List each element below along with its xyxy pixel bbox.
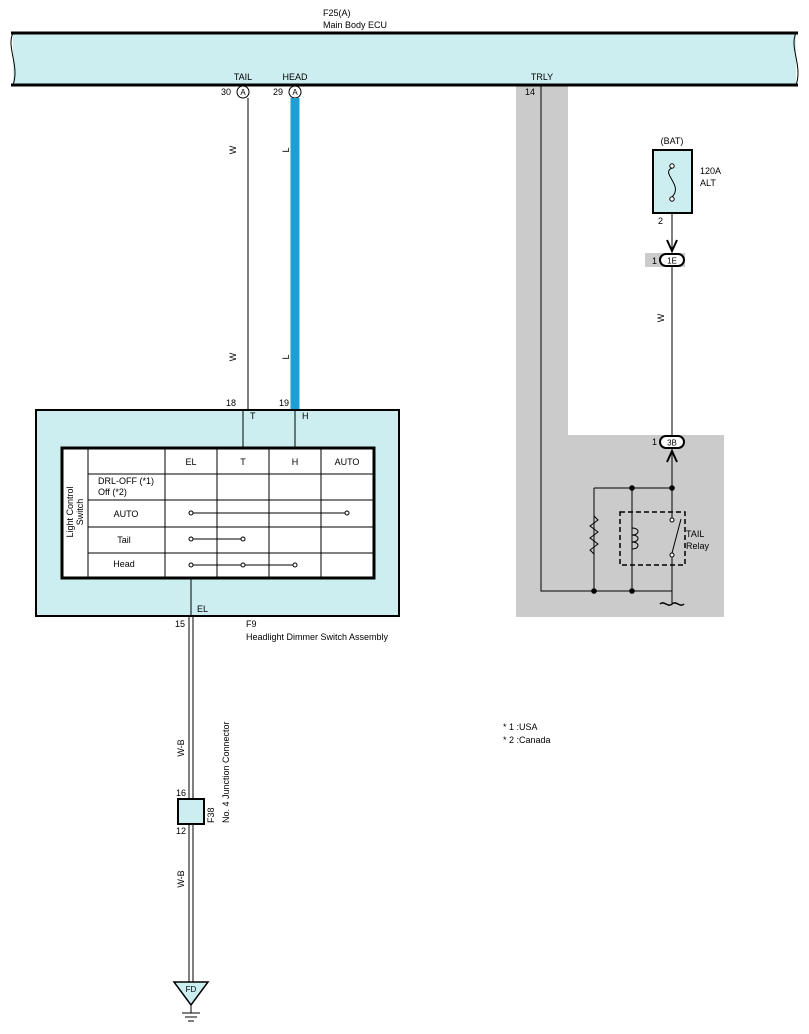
main-body-ecu-bar[interactable] (10, 31, 799, 87)
tail-wire-color-label-lower: W (228, 352, 238, 361)
ecu-name: Main Body ECU (323, 20, 387, 30)
ecu-pin-tail-number: 30 (221, 87, 231, 97)
ground-symbol-icon (182, 1005, 200, 1022)
svg-text:A: A (240, 88, 246, 97)
ecu-pin-head-label: HEAD (282, 72, 308, 82)
table-side-label-line2: Switch (75, 499, 85, 526)
switch-pin-15-number: 15 (175, 619, 185, 629)
ground-wire-upper[interactable] (188, 617, 194, 799)
tail-relay-circuit[interactable] (541, 448, 675, 603)
note-canada: * 2 :Canada (503, 735, 551, 745)
fuse-rating: 120A (700, 166, 721, 176)
connector-1e-arrow-icon (666, 239, 678, 254)
head-wire-color-label-upper: L (281, 147, 291, 152)
ecu-pin-trly-label: TRLY (531, 72, 553, 82)
svg-text:1E: 1E (667, 257, 677, 266)
table-row-label: Off (*2) (98, 487, 127, 497)
relay-name-line1: TAIL (686, 529, 704, 539)
junction-connector-code: F38 (206, 807, 216, 823)
fuse-name: ALT (700, 178, 716, 188)
ecu-pin-head-number: 29 (273, 87, 283, 97)
switch-assembly-code: F9 (246, 619, 257, 629)
table-row-label: AUTO (114, 509, 139, 519)
ecu-pin-tail-connector-marker: A (236, 85, 250, 99)
relay-dashed-box (619, 511, 686, 566)
alt-fuse[interactable] (652, 149, 693, 214)
junction-connector-f38[interactable] (177, 798, 205, 825)
relay-coil-icon (631, 527, 639, 550)
relay-ground-icon (659, 602, 685, 606)
svg-text:A: A (292, 88, 298, 97)
ecu-code: F25(A) (323, 8, 351, 18)
junction-1e[interactable]: 1E (659, 253, 685, 267)
table-row-label: DRL-OFF (*1) (98, 476, 154, 486)
table-column-header: H (292, 457, 299, 467)
continuity-head-row (188, 562, 298, 568)
table-column-header: EL (185, 457, 196, 467)
resistor-icon (589, 515, 599, 555)
table-side-label-line1: Light Control (65, 486, 75, 537)
tail-wire-color-label-upper: W (228, 145, 238, 154)
svg-text:FD: FD (186, 985, 197, 994)
relay-switch-contact-icon (669, 517, 682, 558)
note-usa: * 1 :USA (503, 722, 538, 732)
switch-pin-19-number: 19 (279, 398, 289, 408)
junction-connector-pin-bottom: 12 (176, 826, 186, 836)
ecu-pin-trly-number: 14 (525, 87, 535, 97)
switch-assembly-name: Headlight Dimmer Switch Assembly (246, 632, 389, 642)
switch-terminal-h: H (302, 411, 309, 421)
ecu-pin-head-connector-marker: A (288, 85, 302, 99)
junction-1e-pin: 1 (652, 256, 657, 266)
svg-text:3B: 3B (667, 439, 677, 448)
ground-wire-color-label-upper: W-B (176, 739, 186, 756)
junction-3b-pin: 1 (652, 437, 657, 447)
switch-terminal-t: T (250, 411, 256, 421)
ecu-pin-tail-label: TAIL (234, 72, 252, 82)
table-row-label: Head (113, 559, 135, 569)
fuse-source: (BAT) (661, 136, 684, 146)
head-wire-color-label-lower: L (281, 354, 291, 359)
switch-terminal-el: EL (197, 604, 208, 614)
switch-pin-18-number: 18 (226, 398, 236, 408)
junction-connector-name: No. 4 Junction Connector (221, 721, 231, 823)
continuity-tail-row (188, 536, 246, 542)
fuse-pin: 2 (658, 216, 663, 226)
continuity-auto-row (188, 510, 350, 516)
table-column-header: AUTO (335, 457, 360, 467)
junction-3b[interactable]: 3B (659, 435, 685, 449)
ground-wire-color-label-lower: W-B (176, 870, 186, 887)
ground-point-fd[interactable]: FD (172, 981, 210, 1007)
junction-connector-pin-top: 16 (176, 788, 186, 798)
relay-name-line2: Relay (686, 541, 710, 551)
battery-feed-color-label: W (656, 313, 666, 322)
table-row-label: Tail (117, 535, 131, 545)
ground-wire-lower[interactable] (188, 824, 194, 982)
table-column-header: T (240, 457, 246, 467)
